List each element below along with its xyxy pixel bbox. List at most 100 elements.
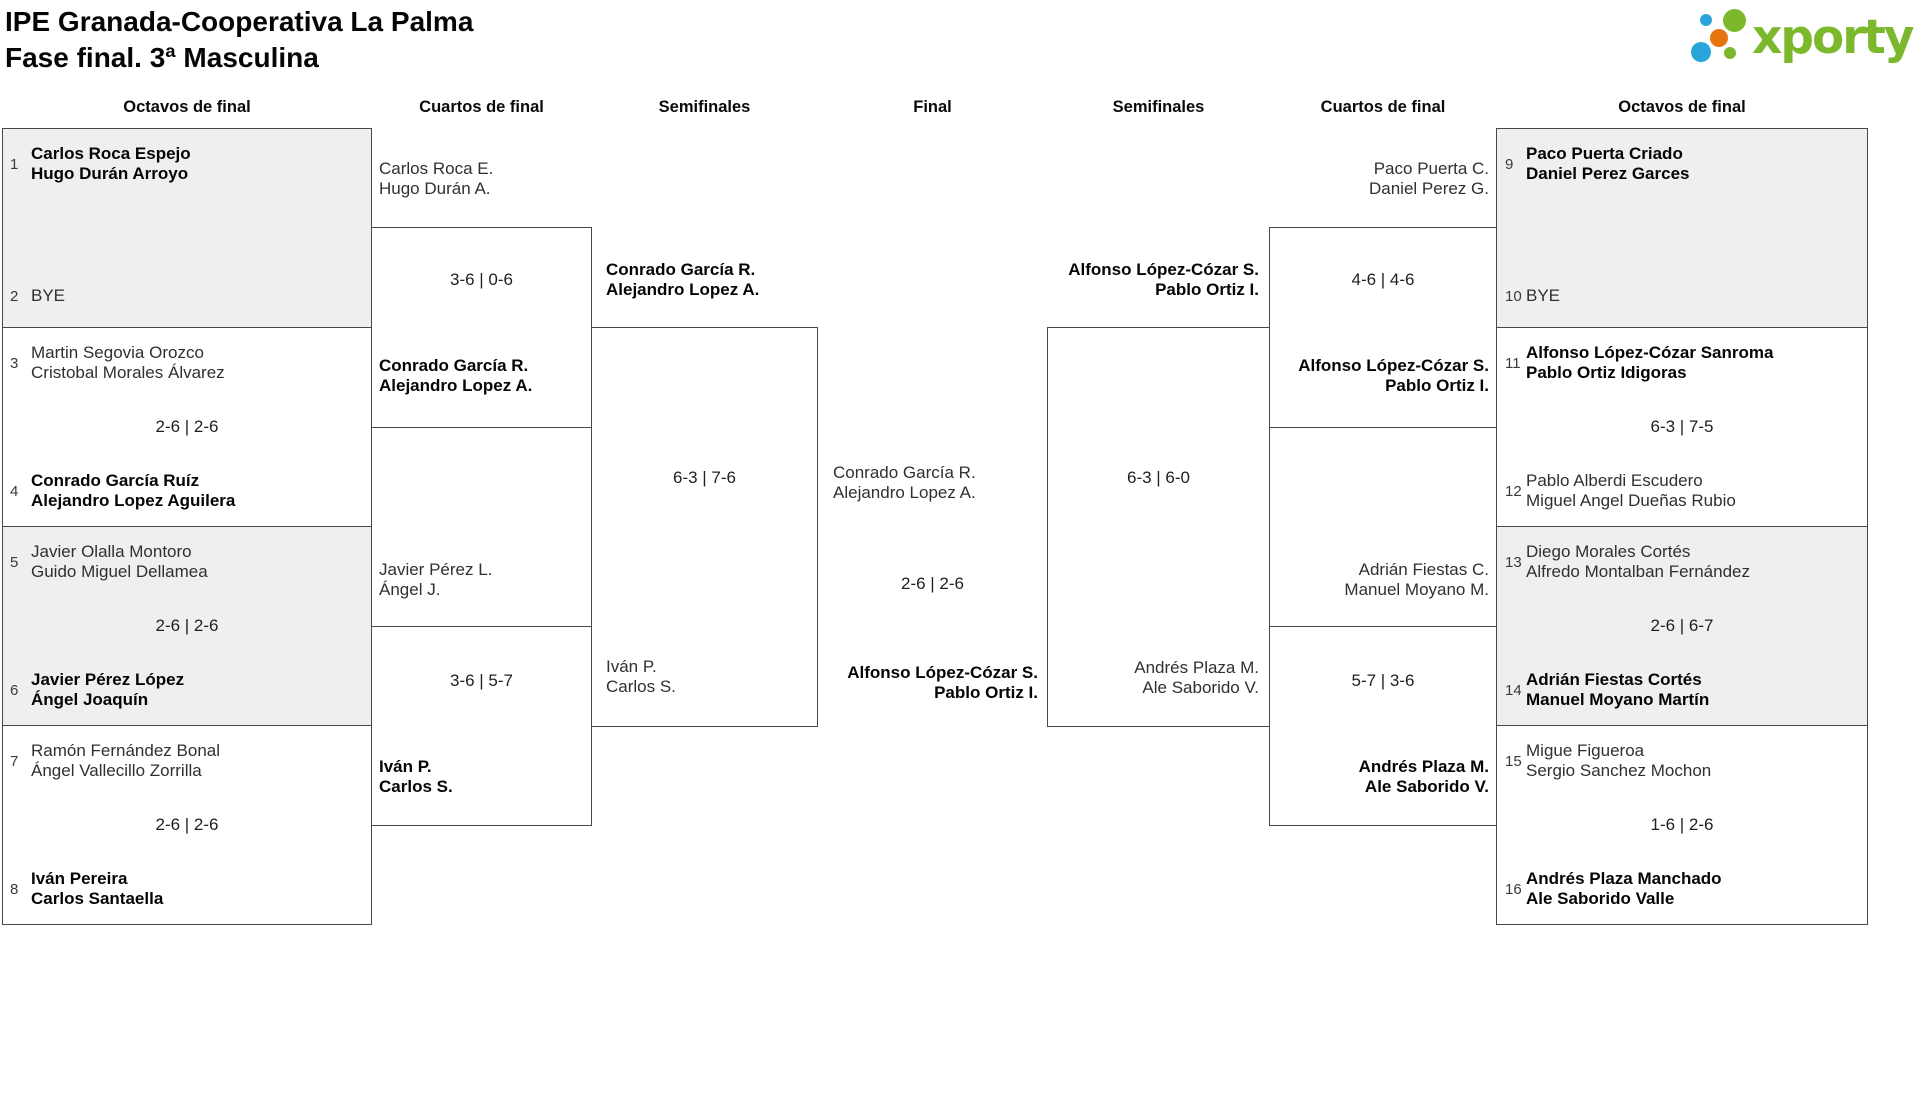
team-name-finalist-left[interactable]: Conrado García R.Alejandro Lopez A. <box>833 463 976 502</box>
final-score: 2-6 | 2-6 <box>900 574 964 593</box>
match-score: 5-7 | 3-6 <box>1351 671 1415 690</box>
team-name[interactable]: Andrés Plaza M.Ale Saborido V. <box>1358 757 1489 796</box>
match-score: 6-3 | 6-0 <box>1126 468 1190 487</box>
seed-number: 1 <box>10 155 19 173</box>
round-header-semis-left: Semifinales <box>658 98 751 116</box>
team-name[interactable]: Alfonso López-Cózar S.Pablo Ortiz I. <box>1068 260 1259 299</box>
team-name[interactable]: Paco Puerta C.Daniel Perez G. <box>1369 159 1489 198</box>
logo-dot-icon <box>1691 42 1711 62</box>
seed-number: 13 <box>1505 553 1522 571</box>
seed-number: 4 <box>10 482 19 500</box>
team-name[interactable]: Conrado García R.Alejandro Lopez A. <box>606 260 760 299</box>
seed-number: 7 <box>10 752 19 770</box>
team-name: BYE <box>1526 286 1561 305</box>
match-box-r-semi <box>1047 327 1270 727</box>
seed-number: 14 <box>1505 681 1522 699</box>
match-score: 2-6 | 6-7 <box>1650 616 1714 635</box>
match-box-r-q1 <box>1269 227 1497 428</box>
team-name[interactable]: Alfonso López-Cózar S.Pablo Ortiz I. <box>1298 356 1489 395</box>
match-box-l-oct-2 <box>2 327 372 527</box>
round-header-final: Final <box>913 98 952 116</box>
match-box-r-q2 <box>1269 626 1497 826</box>
match-score: 2-6 | 2-6 <box>155 417 219 436</box>
seed-number: 8 <box>10 880 19 898</box>
team-name[interactable]: Andrés Plaza M.Ale Saborido V. <box>1134 658 1259 697</box>
team-name[interactable]: Carlos Roca E.Hugo Durán A. <box>379 159 494 198</box>
team-name[interactable]: Iván P.Carlos S. <box>606 657 676 696</box>
team-name[interactable]: Conrado García R.Alejandro Lopez A. <box>379 356 533 395</box>
phase-name: Fase final. 3ª Masculina <box>5 42 319 73</box>
team-name[interactable]: Iván P.Carlos S. <box>379 757 453 796</box>
seed-number: 3 <box>10 354 19 372</box>
seed-number: 12 <box>1505 482 1522 500</box>
logo-wordmark: xporty <box>1752 10 1915 65</box>
xporty-logo[interactable]: xporty <box>1688 6 1915 72</box>
match-box-l-semi <box>591 327 818 727</box>
round-header-octavos-right: Octavos de final <box>1618 98 1746 116</box>
match-score: 1-6 | 2-6 <box>1650 815 1714 834</box>
match-box-l-oct-1 <box>2 128 372 328</box>
logo-dot-icon <box>1710 29 1728 47</box>
match-score: 2-6 | 2-6 <box>155 815 219 834</box>
match-score: 3-6 | 0-6 <box>449 270 513 289</box>
round-header-octavos-left: Octavos de final <box>123 98 251 116</box>
bracket-entry-seed-2[interactable]: 2 BYE <box>10 286 362 306</box>
team-name-finalist-right[interactable]: Alfonso López-Cózar S.Pablo Ortiz I. <box>847 663 1038 702</box>
logo-dot-icon <box>1700 14 1712 26</box>
match-score: 6-3 | 7-5 <box>1650 417 1714 436</box>
round-header-semis-right: Semifinales <box>1112 98 1205 116</box>
match-box-r-oct-3 <box>1496 526 1868 726</box>
match-score: 6-3 | 7-6 <box>672 468 736 487</box>
match-score: 4-6 | 4-6 <box>1351 270 1415 289</box>
page-title: IPE Granada-Cooperativa La Palma Fase fi… <box>5 4 473 76</box>
logo-dot-icon <box>1723 9 1746 32</box>
round-header-cuartos-right: Cuartos de final <box>1320 98 1446 116</box>
match-box-r-oct-2 <box>1496 327 1868 527</box>
seed-number: 16 <box>1505 880 1522 898</box>
team-name[interactable]: Adrián Fiestas C.Manuel Moyano M. <box>1344 560 1489 599</box>
bracket-entry-seed-10[interactable]: 10 BYE <box>1505 286 1859 306</box>
seed-number: 5 <box>10 553 19 571</box>
seed-number: 2 <box>10 287 19 305</box>
match-box-l-q2 <box>371 626 592 826</box>
match-box-r-oct-4 <box>1496 725 1868 925</box>
seed-number: 6 <box>10 681 19 699</box>
logo-dot-icon <box>1724 47 1736 59</box>
seed-number: 11 <box>1505 354 1521 372</box>
seed-number: 9 <box>1505 155 1514 173</box>
team-name[interactable]: Javier Pérez L.Ángel J. <box>379 560 493 599</box>
tournament-name: IPE Granada-Cooperativa La Palma <box>5 6 474 37</box>
match-score: 3-6 | 5-7 <box>449 671 513 690</box>
seed-number: 15 <box>1505 752 1522 770</box>
team-name: BYE <box>31 286 66 305</box>
round-header-cuartos-left: Cuartos de final <box>419 98 544 116</box>
